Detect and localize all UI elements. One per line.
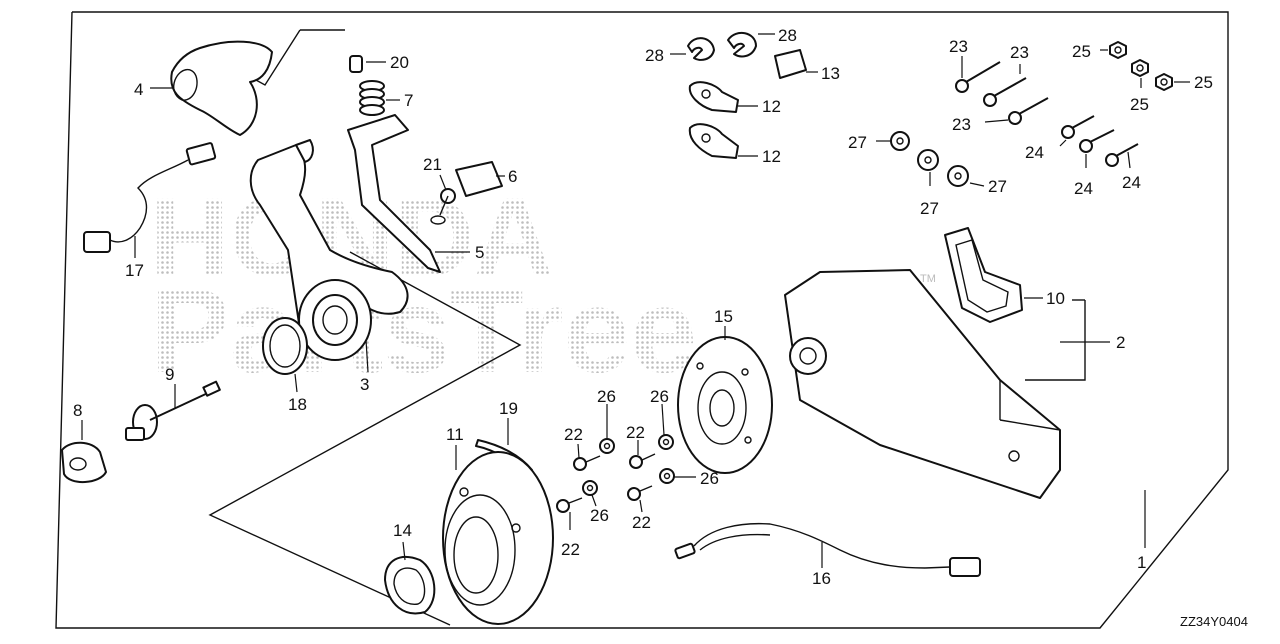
part-22-screw-b[interactable] — [629, 440, 656, 469]
callout-10: 10 — [1046, 289, 1065, 308]
part-11-housing[interactable] — [442, 445, 554, 625]
callout-27a: 27 — [848, 133, 867, 152]
part-16-cable[interactable] — [674, 522, 981, 577]
callout-9: 9 — [165, 365, 174, 384]
part-10-gasket[interactable] — [944, 227, 1043, 323]
part-18-washer[interactable] — [262, 317, 308, 393]
callout-3: 3 — [360, 375, 369, 394]
part-22-screw-a[interactable] — [573, 443, 601, 471]
callout-23c: 23 — [952, 115, 971, 134]
callout-26c: 26 — [590, 506, 609, 525]
callout-24b: 24 — [1074, 179, 1093, 198]
part-26-washer-a[interactable] — [599, 404, 615, 454]
callout-25b: 25 — [1130, 95, 1149, 114]
bracket-2-10 — [1025, 300, 1086, 381]
part-8-cap[interactable] — [61, 420, 107, 483]
part-6-pad[interactable] — [455, 161, 505, 197]
callout-17: 17 — [125, 261, 144, 280]
callout-21: 21 — [423, 155, 442, 174]
part-22-screw-d[interactable] — [627, 485, 653, 513]
part-17-wire-harness[interactable] — [83, 142, 217, 258]
callout-27b: 27 — [920, 199, 939, 218]
callout-12a: 12 — [762, 97, 781, 116]
callout-5: 5 — [475, 243, 484, 262]
callout-26d: 26 — [700, 469, 719, 488]
part-13-block[interactable] — [774, 49, 818, 79]
part-21-screw[interactable] — [430, 174, 456, 225]
callout-23a: 23 — [949, 37, 968, 56]
callout-24c: 24 — [1122, 173, 1141, 192]
part-27-washer-c[interactable] — [947, 165, 985, 187]
callout-20: 20 — [390, 53, 409, 72]
part-12-holder-a[interactable] — [688, 81, 758, 113]
callout-12b: 12 — [762, 147, 781, 166]
part-23-bolt-b[interactable] — [983, 64, 1027, 107]
callout-16: 16 — [812, 569, 831, 588]
part-7-spring[interactable] — [359, 80, 400, 116]
callout-1: 1 — [1137, 553, 1146, 572]
callout-26b: 26 — [650, 387, 669, 406]
callout-27c: 27 — [988, 177, 1007, 196]
callout-6: 6 — [508, 167, 517, 186]
part-22-screw-c[interactable] — [556, 497, 583, 530]
callout-11: 11 — [446, 425, 464, 444]
part-9-shaft[interactable] — [125, 380, 221, 441]
callout-2: 2 — [1116, 333, 1125, 352]
part-5-lever[interactable] — [347, 114, 470, 273]
callout-19: 19 — [499, 399, 518, 418]
part-24-screw-a[interactable] — [1059, 115, 1095, 147]
part-26-washer-b[interactable] — [658, 403, 674, 450]
part-14-gear-ring[interactable] — [384, 541, 436, 615]
part-27-washer-b[interactable] — [917, 149, 939, 186]
part-28-clip-b[interactable] — [727, 31, 775, 58]
callout-25c: 25 — [1194, 73, 1213, 92]
part-25-nut-c[interactable] — [1155, 73, 1190, 91]
part-24-screw-c[interactable] — [1105, 143, 1139, 169]
callout-22a: 22 — [564, 425, 583, 444]
callout-14: 14 — [393, 521, 412, 540]
part-20-screw[interactable] — [349, 55, 386, 73]
part-12-holder-b[interactable] — [688, 123, 758, 159]
callout-4: 4 — [134, 80, 143, 99]
part-26-washer-c[interactable] — [582, 480, 598, 507]
callout-22c: 22 — [561, 540, 580, 559]
part-15-stator[interactable] — [677, 326, 773, 474]
callout-23b: 23 — [1010, 43, 1029, 62]
part-4-knob-cover[interactable] — [150, 40, 273, 136]
callout-28a: 28 — [645, 46, 664, 65]
part-23-bolt-c[interactable] — [984, 97, 1049, 125]
watermark-site: PartsTree — [150, 264, 697, 398]
frame-outline — [55, 11, 1229, 629]
frame-inner-left — [208, 251, 522, 626]
callout-28b: 28 — [778, 26, 797, 45]
part-27-washer-a[interactable] — [876, 131, 910, 151]
callout-24a: 24 — [1025, 143, 1044, 162]
part-25-nut-a[interactable] — [1100, 41, 1127, 59]
callout-26a: 26 — [597, 387, 616, 406]
diagram-code: ZZ34Y0404 — [1180, 614, 1248, 629]
callout-13: 13 — [821, 64, 840, 83]
part-25-nut-b[interactable] — [1131, 59, 1149, 88]
part-2-remote-box[interactable] — [784, 269, 1110, 499]
part-3-control-arm[interactable] — [249, 139, 409, 373]
callout-25a: 25 — [1072, 42, 1091, 61]
callout-18: 18 — [288, 395, 307, 414]
part-23-bolt-a[interactable] — [955, 56, 1001, 93]
callout-7: 7 — [404, 91, 413, 110]
part-24-screw-b[interactable] — [1079, 129, 1115, 168]
callout-8: 8 — [73, 401, 82, 420]
callout-22d: 22 — [632, 513, 651, 532]
callout-22b: 22 — [626, 423, 645, 442]
part-28-clip-a[interactable] — [670, 37, 715, 61]
watermark-trademark: TM — [920, 273, 936, 285]
part-26-washer-d[interactable] — [659, 468, 696, 484]
callout-15: 15 — [714, 307, 733, 326]
